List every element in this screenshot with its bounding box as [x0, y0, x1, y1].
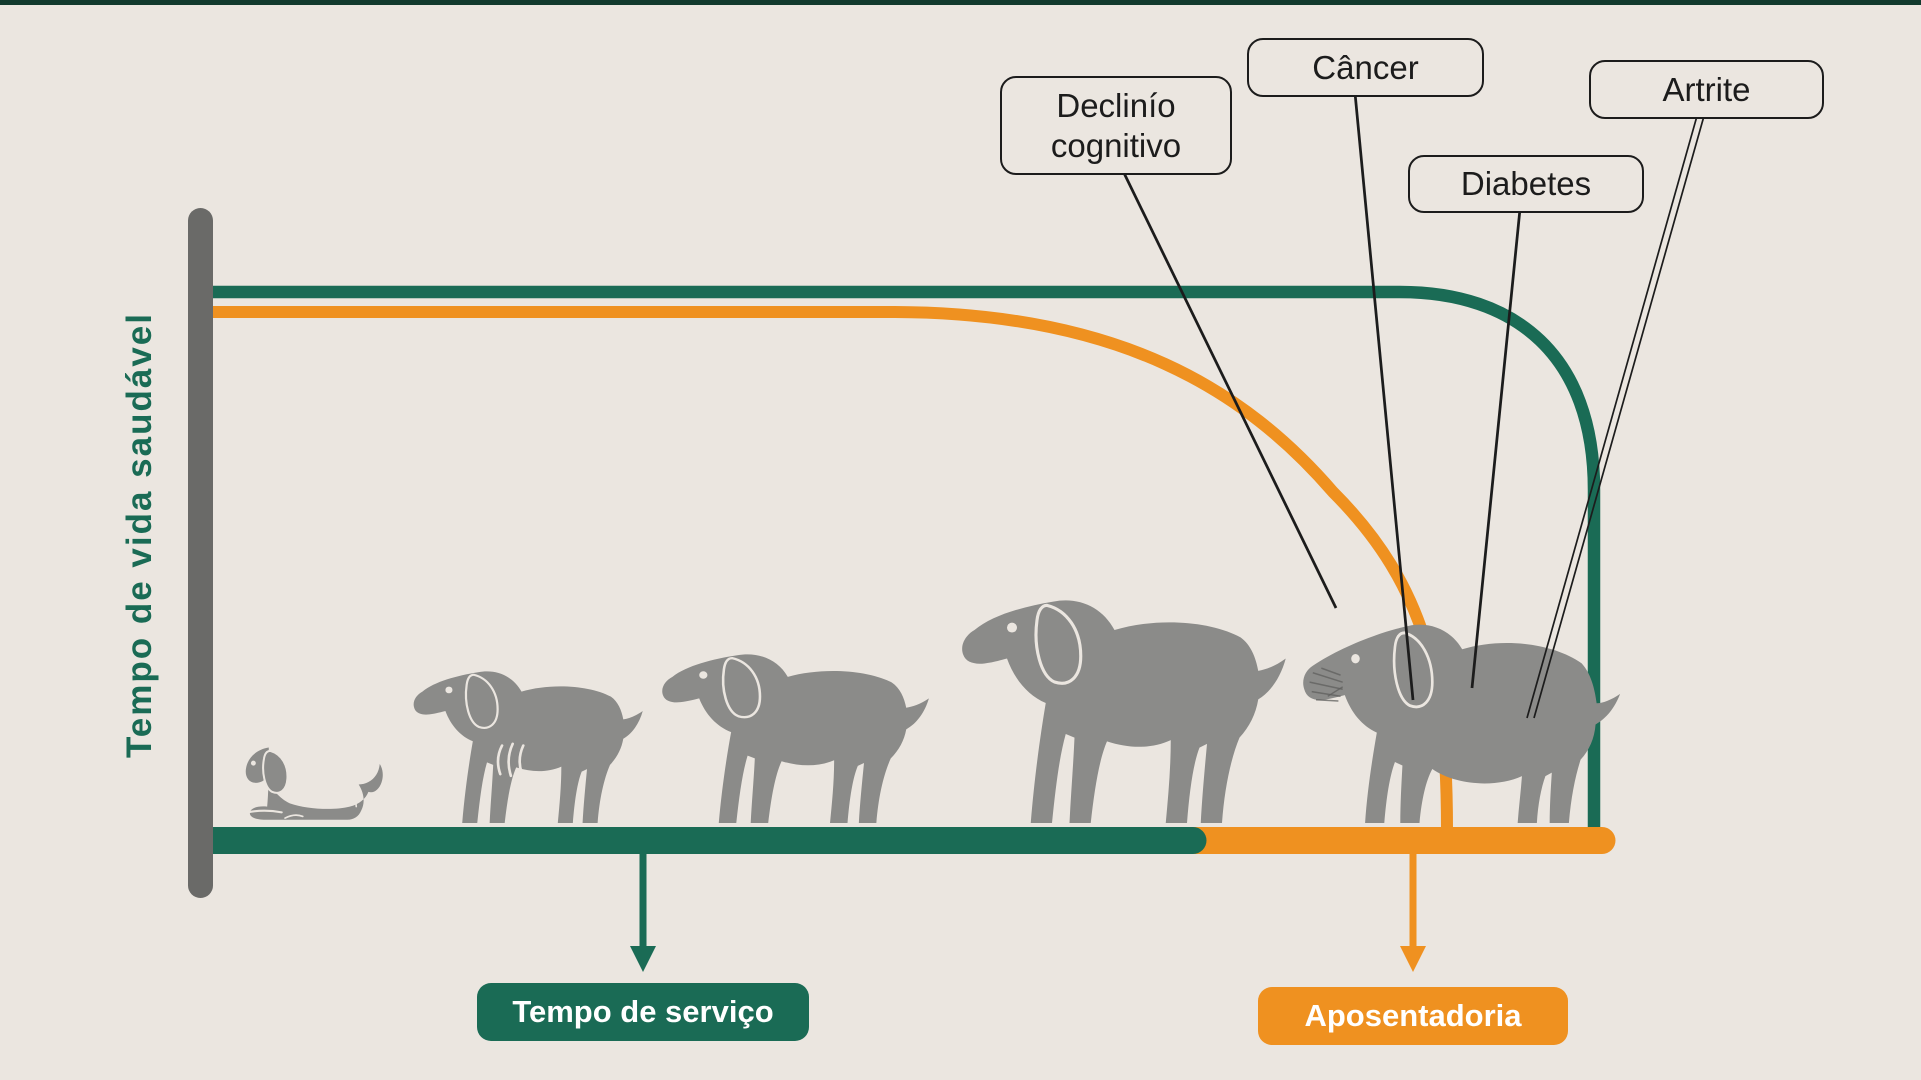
dog-adult-silhouette — [662, 654, 929, 824]
callout-arthritis: Artrite — [1589, 60, 1824, 119]
diabetes-connector-line — [1470, 208, 1522, 689]
senior-dog-whiskers — [1309, 667, 1344, 702]
timeline-retirement-bar — [1180, 827, 1616, 854]
healthy-life-curve — [213, 285, 1601, 836]
service-phase-text: Tempo de serviço — [512, 994, 774, 1029]
callout-cognitive-decline-line2: cognitivo — [1050, 126, 1182, 164]
retirement-phase-label: Aposentadoria — [1258, 987, 1568, 1045]
y-axis-title: Tempo de vida saudável — [120, 312, 159, 758]
callout-cognitive-decline: Declinío cognitivo — [1000, 76, 1232, 175]
dog-puppy-silhouette — [245, 747, 383, 820]
cancer-connector-line — [1353, 92, 1415, 701]
retirement-phase-text: Aposentadoria — [1304, 998, 1522, 1033]
callout-cancer: Câncer — [1247, 38, 1484, 97]
dog-large-silhouette — [962, 600, 1286, 824]
retirement-arrow — [1400, 854, 1426, 972]
callout-diabetes-label: Diabetes — [1460, 165, 1592, 202]
callout-cancer-label: Câncer — [1312, 48, 1419, 86]
dog-senior-silhouette — [1303, 624, 1621, 824]
declinio-connector-line — [1121, 170, 1338, 609]
timeline-service-bar — [204, 827, 1207, 854]
callout-cognitive-decline-line1: Declinío — [1056, 86, 1176, 124]
y-axis-bar — [188, 208, 213, 898]
top-accent-strip — [0, 0, 1921, 5]
dog-young-silhouette — [413, 671, 643, 823]
service-arrow — [630, 854, 656, 972]
service-phase-label: Tempo de serviço — [477, 983, 809, 1041]
callout-arthritis-label: Artrite — [1662, 70, 1751, 108]
callout-diabetes: Diabetes — [1408, 155, 1644, 213]
artrite-connector-line — [1526, 115, 1705, 719]
